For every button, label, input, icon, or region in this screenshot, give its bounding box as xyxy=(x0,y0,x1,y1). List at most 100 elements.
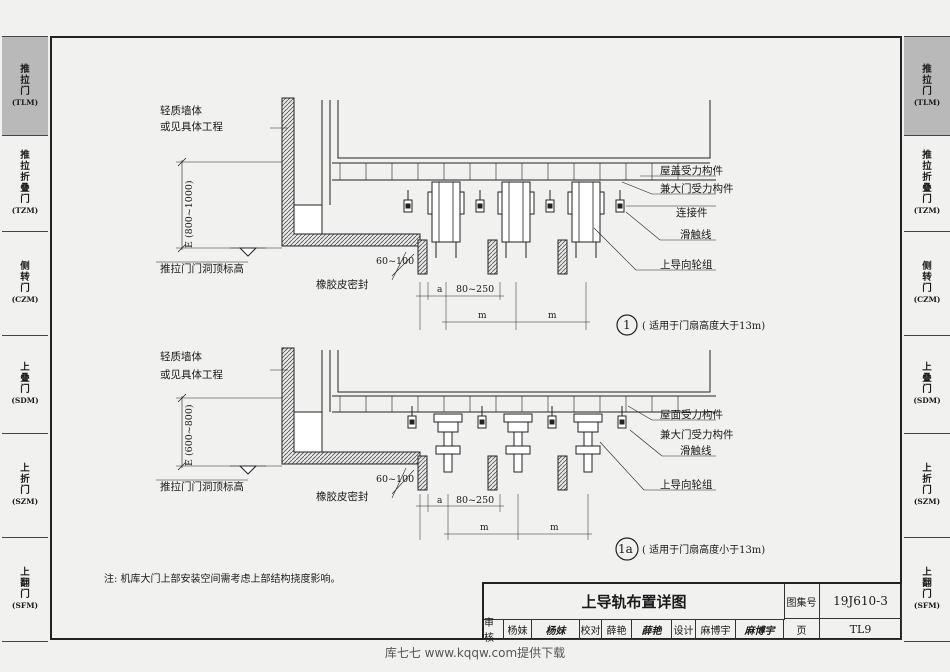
tab-char: 翻 xyxy=(20,578,30,589)
d2-callout-1: 屋面受力构件 xyxy=(660,408,723,421)
left-tab-sfm[interactable]: 上翻门(SFM) xyxy=(2,537,48,642)
right-tab-tlm[interactable]: 推拉门(TLM) xyxy=(904,37,950,136)
right-tab-bar: 推拉门(TLM)推拉折叠门(TZM)侧转门(CZM)上叠门(SDM)上折门(SZ… xyxy=(904,36,950,642)
tab-char: 拉 xyxy=(20,75,30,86)
tab-code: (SZM) xyxy=(11,497,39,506)
tab-char: 门 xyxy=(20,589,30,600)
tab-char: 上 xyxy=(20,463,30,474)
left-tab-tlm[interactable]: 推拉门(TLM) xyxy=(2,37,48,136)
left-tab-sdm[interactable]: 上叠门(SDM) xyxy=(2,335,48,434)
tab-char: 门 xyxy=(922,485,932,496)
right-tab-czm[interactable]: 侧转门(CZM) xyxy=(904,231,950,336)
tab-char: 折 xyxy=(922,474,932,485)
tab-char: 门 xyxy=(922,194,932,205)
tab-char: 转 xyxy=(20,272,30,283)
d2-callout-2: 兼大门受力构件 xyxy=(660,428,734,441)
reviewer-name: 杨妹 xyxy=(504,619,532,640)
d1-callout-3: 连接件 xyxy=(676,206,708,219)
checker-signature: 薛艳 xyxy=(632,619,672,640)
tab-char: 侧 xyxy=(922,261,932,272)
d2-marker: 1a xyxy=(618,542,633,556)
d2-wall-label-2: 或见具体工程 xyxy=(160,369,223,381)
d1-dim-m1: m xyxy=(478,311,487,321)
tab-char: 叠 xyxy=(922,373,932,384)
left-tab-bar: 推拉门(TLM)推拉折叠门(TZM)侧转门(CZM)上叠门(SDM)上折门(SZ… xyxy=(2,36,48,642)
left-tab-szm[interactable]: 上折门(SZM) xyxy=(2,433,48,538)
checker-name: 薛艳 xyxy=(602,619,632,640)
tab-char: 上 xyxy=(922,362,932,373)
d2-callout-4: 上导向轮组 xyxy=(660,478,713,491)
tab-char: 门 xyxy=(20,194,30,205)
designer-signature: 麻博宇 xyxy=(736,619,784,640)
d1-dim-80-250: 80~250 xyxy=(456,284,494,295)
tab-char: 推 xyxy=(922,150,932,161)
d2-callout-3: 滑触线 xyxy=(680,444,712,457)
right-tab-szm[interactable]: 上折门(SZM) xyxy=(904,433,950,538)
tab-char: 门 xyxy=(922,86,932,97)
detail-2 xyxy=(156,347,716,561)
tab-char: 拉 xyxy=(922,161,932,172)
d2-rubber-seal: 橡胶皮密封 xyxy=(316,490,369,503)
tab-char: 叠 xyxy=(922,183,932,194)
d1-dim-e: E (800~1000) xyxy=(184,180,195,248)
tab-char: 门 xyxy=(20,485,30,496)
d2-wall-label-1: 轻质墙体 xyxy=(160,350,202,363)
tab-char: 上 xyxy=(20,362,30,373)
tab-code: (TZM) xyxy=(913,206,941,215)
tab-char: 门 xyxy=(20,86,30,97)
tab-char: 推 xyxy=(20,150,30,161)
tab-char: 门 xyxy=(922,384,932,395)
title-block: 上导轨布置详图 图集号 19J610-3 审核 杨妹 杨妹 校对 薛艳 薛艳 设… xyxy=(482,582,902,644)
tab-char: 拉 xyxy=(922,75,932,86)
page-label: 页 xyxy=(784,619,820,640)
d1-marker: 1 xyxy=(623,318,631,332)
tab-char: 侧 xyxy=(20,261,30,272)
d1-wall-label-2: 或见具体工程 xyxy=(160,121,223,133)
tab-code: (SDM) xyxy=(11,396,39,405)
d1-dim-m2: m xyxy=(548,311,557,321)
tab-code: (TLM) xyxy=(11,98,39,107)
page-number: TL9 xyxy=(820,619,902,640)
tab-code: (CZM) xyxy=(11,295,39,304)
atlas-label: 图集号 xyxy=(784,584,820,619)
d2-dim-80-250: 80~250 xyxy=(456,495,494,506)
right-tab-sdm[interactable]: 上叠门(SDM) xyxy=(904,335,950,434)
tab-code: (CZM) xyxy=(913,295,941,304)
tab-char: 门 xyxy=(922,589,932,600)
right-tab-tzm[interactable]: 推拉折叠门(TZM) xyxy=(904,135,950,232)
tab-code: (SFM) xyxy=(913,601,941,610)
d1-callout-2: 兼大门受力构件 xyxy=(660,182,734,195)
tab-char: 叠 xyxy=(20,183,30,194)
left-tab-tzm[interactable]: 推拉折叠门(TZM) xyxy=(2,135,48,232)
atlas-number: 19J610-3 xyxy=(820,584,902,619)
tab-char: 上 xyxy=(922,463,932,474)
tab-code: (SDM) xyxy=(913,396,941,405)
left-tab-czm[interactable]: 侧转门(CZM) xyxy=(2,231,48,336)
tab-char: 叠 xyxy=(20,373,30,384)
d1-rubber-seal: 橡胶皮密封 xyxy=(316,278,369,291)
tab-char: 转 xyxy=(922,272,932,283)
d2-marker-note: ( 适用于门扇高度小于13m) xyxy=(642,543,765,556)
tab-code: (TLM) xyxy=(913,98,941,107)
right-tab-sfm[interactable]: 上翻门(SFM) xyxy=(904,537,950,642)
d2-dim-m2: m xyxy=(550,523,559,533)
tab-char: 推 xyxy=(20,64,30,75)
d1-dim-a: a xyxy=(437,285,443,295)
download-caption: 库七七 www.kqqw.com提供下载 xyxy=(384,646,566,660)
design-label: 设计 xyxy=(672,619,696,640)
d1-callout-4: 滑触线 xyxy=(680,228,712,241)
check-label: 校对 xyxy=(580,619,602,640)
tab-char: 折 xyxy=(922,172,932,183)
d2-dim-e: E (600~800) xyxy=(184,404,195,466)
tab-char: 上 xyxy=(922,567,932,578)
tab-char: 上 xyxy=(20,567,30,578)
d1-callout-5: 上导向轮组 xyxy=(660,258,713,271)
d1-wall-label-1: 轻质墙体 xyxy=(160,104,202,117)
drawing-title: 上导轨布置详图 xyxy=(484,584,785,620)
general-note: 注: 机库大门上部安装空间需考虑上部结构挠度影响。 xyxy=(104,574,341,585)
d1-marker-note: ( 适用于门扇高度大于13m) xyxy=(642,319,765,332)
d2-dim-a: a xyxy=(437,496,443,506)
designer-name: 麻博宇 xyxy=(696,619,736,640)
d2-dim-60-100: 60~100 xyxy=(376,474,414,485)
